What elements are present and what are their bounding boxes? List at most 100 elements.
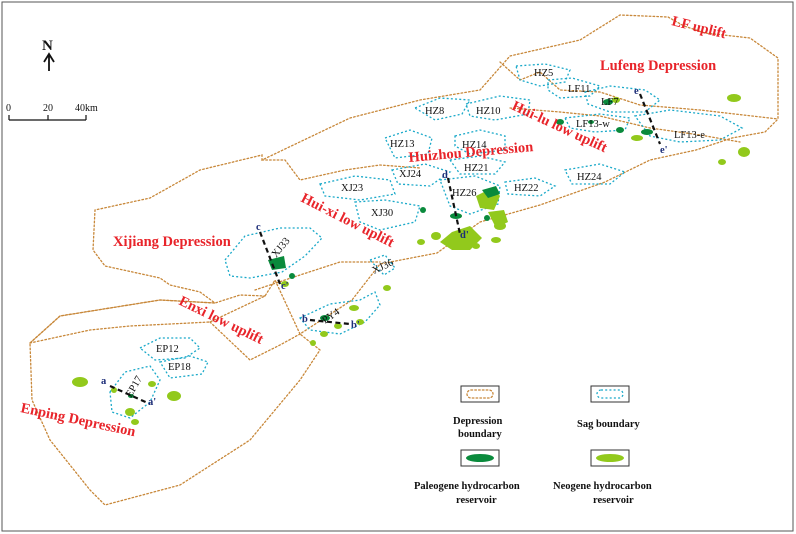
neogene-reservoir — [334, 323, 342, 329]
scale-tick-20: 20 — [43, 103, 53, 114]
neogene-reservoir — [494, 222, 506, 230]
neogene-reservoir — [356, 319, 364, 325]
scale-tick-40km: 40km — [75, 103, 98, 114]
sag-label-hz14: HZ14 — [462, 140, 487, 151]
neogene-reservoir — [281, 281, 289, 287]
sag-label-hz21: HZ21 — [464, 163, 489, 174]
sag-lf13e-boundary — [633, 109, 744, 143]
sag-label-hz13: HZ13 — [390, 139, 415, 150]
sag-xj30-boundary — [354, 199, 421, 231]
legend-sag-swatch — [590, 385, 630, 403]
basin-outline — [29, 14, 779, 506]
sag-lf11-boundary — [547, 77, 602, 99]
neogene-reservoir — [148, 381, 156, 387]
sag-label-hz22: HZ22 — [514, 183, 539, 194]
neogene-reservoir — [612, 97, 620, 103]
lufeng-boundary — [499, 61, 779, 120]
sag-hz24-boundary — [564, 163, 627, 185]
section-label-b-end: b' — [351, 320, 360, 331]
paleogene-reservoir — [641, 129, 653, 135]
sag-hz21-boundary — [448, 155, 507, 175]
sag-label-xj30: XJ30 — [371, 208, 393, 219]
section-label-d-end: d' — [460, 230, 469, 241]
section-line-bb — [309, 318, 351, 326]
neogene-reservoir — [131, 419, 139, 425]
legend-paleogene-label-1: Paleogene hydrocarbon — [414, 481, 520, 492]
sag-xj24-boundary — [391, 163, 452, 187]
sag-label-xj24: XJ24 — [399, 169, 422, 180]
section-label-a-end: a' — [148, 397, 156, 408]
sag-hz13-boundary — [384, 129, 433, 159]
neogene-reservoir — [738, 147, 750, 157]
section-label-d: d — [442, 170, 448, 181]
section-end-labels: a a' b b' c c' d d' e e' — [101, 86, 668, 408]
sag-ep12-boundary — [138, 337, 202, 361]
legend-neogene-sample — [596, 454, 624, 462]
paleogene-reservoir — [289, 273, 295, 279]
neogene-reservoir — [310, 340, 316, 346]
neogene-reservoir — [491, 237, 501, 243]
enping-north-boundary — [29, 294, 266, 344]
legend: Depression boundary Sag boundary Paleoge… — [414, 385, 652, 506]
neogene-reservoir — [417, 239, 425, 245]
neogene-reservoir — [167, 391, 181, 401]
section-line-cc — [258, 231, 282, 285]
neogene-reservoir — [472, 243, 480, 249]
legend-depression-label-2: boundary — [458, 429, 503, 440]
legend-neogene-label-1: Neogene hydrocarbon — [553, 481, 652, 492]
sag-label-ep12: EP12 — [156, 344, 179, 355]
sag-label-hz8: HZ8 — [425, 106, 444, 117]
neogene-reservoir — [718, 159, 726, 165]
section-label-c: c — [256, 222, 261, 233]
sag-lf13w-boundary — [564, 113, 631, 133]
section-label-a: a — [101, 376, 107, 387]
legend-paleogene-label-2: reservoir — [456, 495, 497, 506]
depression-boundaries — [29, 14, 779, 506]
neogene-reservoir — [440, 226, 482, 250]
region-label-xijiang-depression: Xijiang Depression — [113, 234, 231, 250]
sag-label-lf11: LF11 — [568, 84, 590, 95]
sag-xj36-boundary — [368, 254, 396, 276]
region-label-lufeng-depression: Lufeng Depression — [600, 58, 716, 74]
section-label-c-end: c' — [281, 281, 289, 292]
sag-label-lf13e: LF13-e — [674, 130, 705, 141]
sag-hz8-boundary — [413, 97, 472, 121]
legend-sag-sample — [596, 389, 624, 399]
north-arrow-icon — [43, 52, 55, 71]
legend-depression-label-1: Depression — [453, 416, 503, 427]
scale-tick-0: 0 — [6, 103, 11, 114]
legend-depression-sample — [466, 389, 494, 399]
legend-paleogene-sample — [466, 454, 494, 462]
neogene-reservoir — [111, 387, 117, 393]
sag-label-xj23: XJ23 — [341, 183, 363, 194]
scale-bar: 0 20 40km — [6, 103, 98, 121]
sag-label-hz5: HZ5 — [534, 68, 553, 79]
neogene-reservoir — [349, 305, 359, 311]
paleogene-reservoir — [616, 127, 624, 133]
neogene-reservoir — [72, 377, 88, 387]
neogene-reservoir — [727, 94, 741, 102]
sag-label-lf13w: LF13-w — [576, 119, 610, 130]
section-label-e: e — [634, 86, 639, 97]
sag-label-hz10: HZ10 — [476, 106, 501, 117]
sag-label-hz24: HZ24 — [577, 172, 602, 183]
north-arrow: N — [42, 38, 55, 71]
sag-label-lf7: LF7 — [601, 97, 619, 108]
sag-lf7-boundary — [584, 85, 662, 113]
region-label-enping-depression: Enping Depression — [19, 400, 137, 440]
section-line-ee — [638, 93, 662, 145]
north-label: N — [42, 38, 53, 54]
paleogene-reservoir — [484, 215, 490, 221]
sag-hz22-boundary — [504, 177, 557, 197]
neogene-reservoir — [631, 135, 643, 141]
neogene-reservoir — [383, 285, 391, 291]
paleogene-reservoir — [420, 207, 426, 213]
region-label-lf-uplift: LF uplift — [670, 13, 728, 42]
neogene-reservoir — [320, 331, 328, 337]
sag-label-hz26: HZ26 — [452, 188, 477, 199]
region-labels: LF uplift Lufeng Depression Hui-lu low u… — [19, 13, 728, 440]
sag-label-xj33: XJ33 — [270, 236, 293, 260]
sag-hz26-boundary — [439, 175, 501, 215]
